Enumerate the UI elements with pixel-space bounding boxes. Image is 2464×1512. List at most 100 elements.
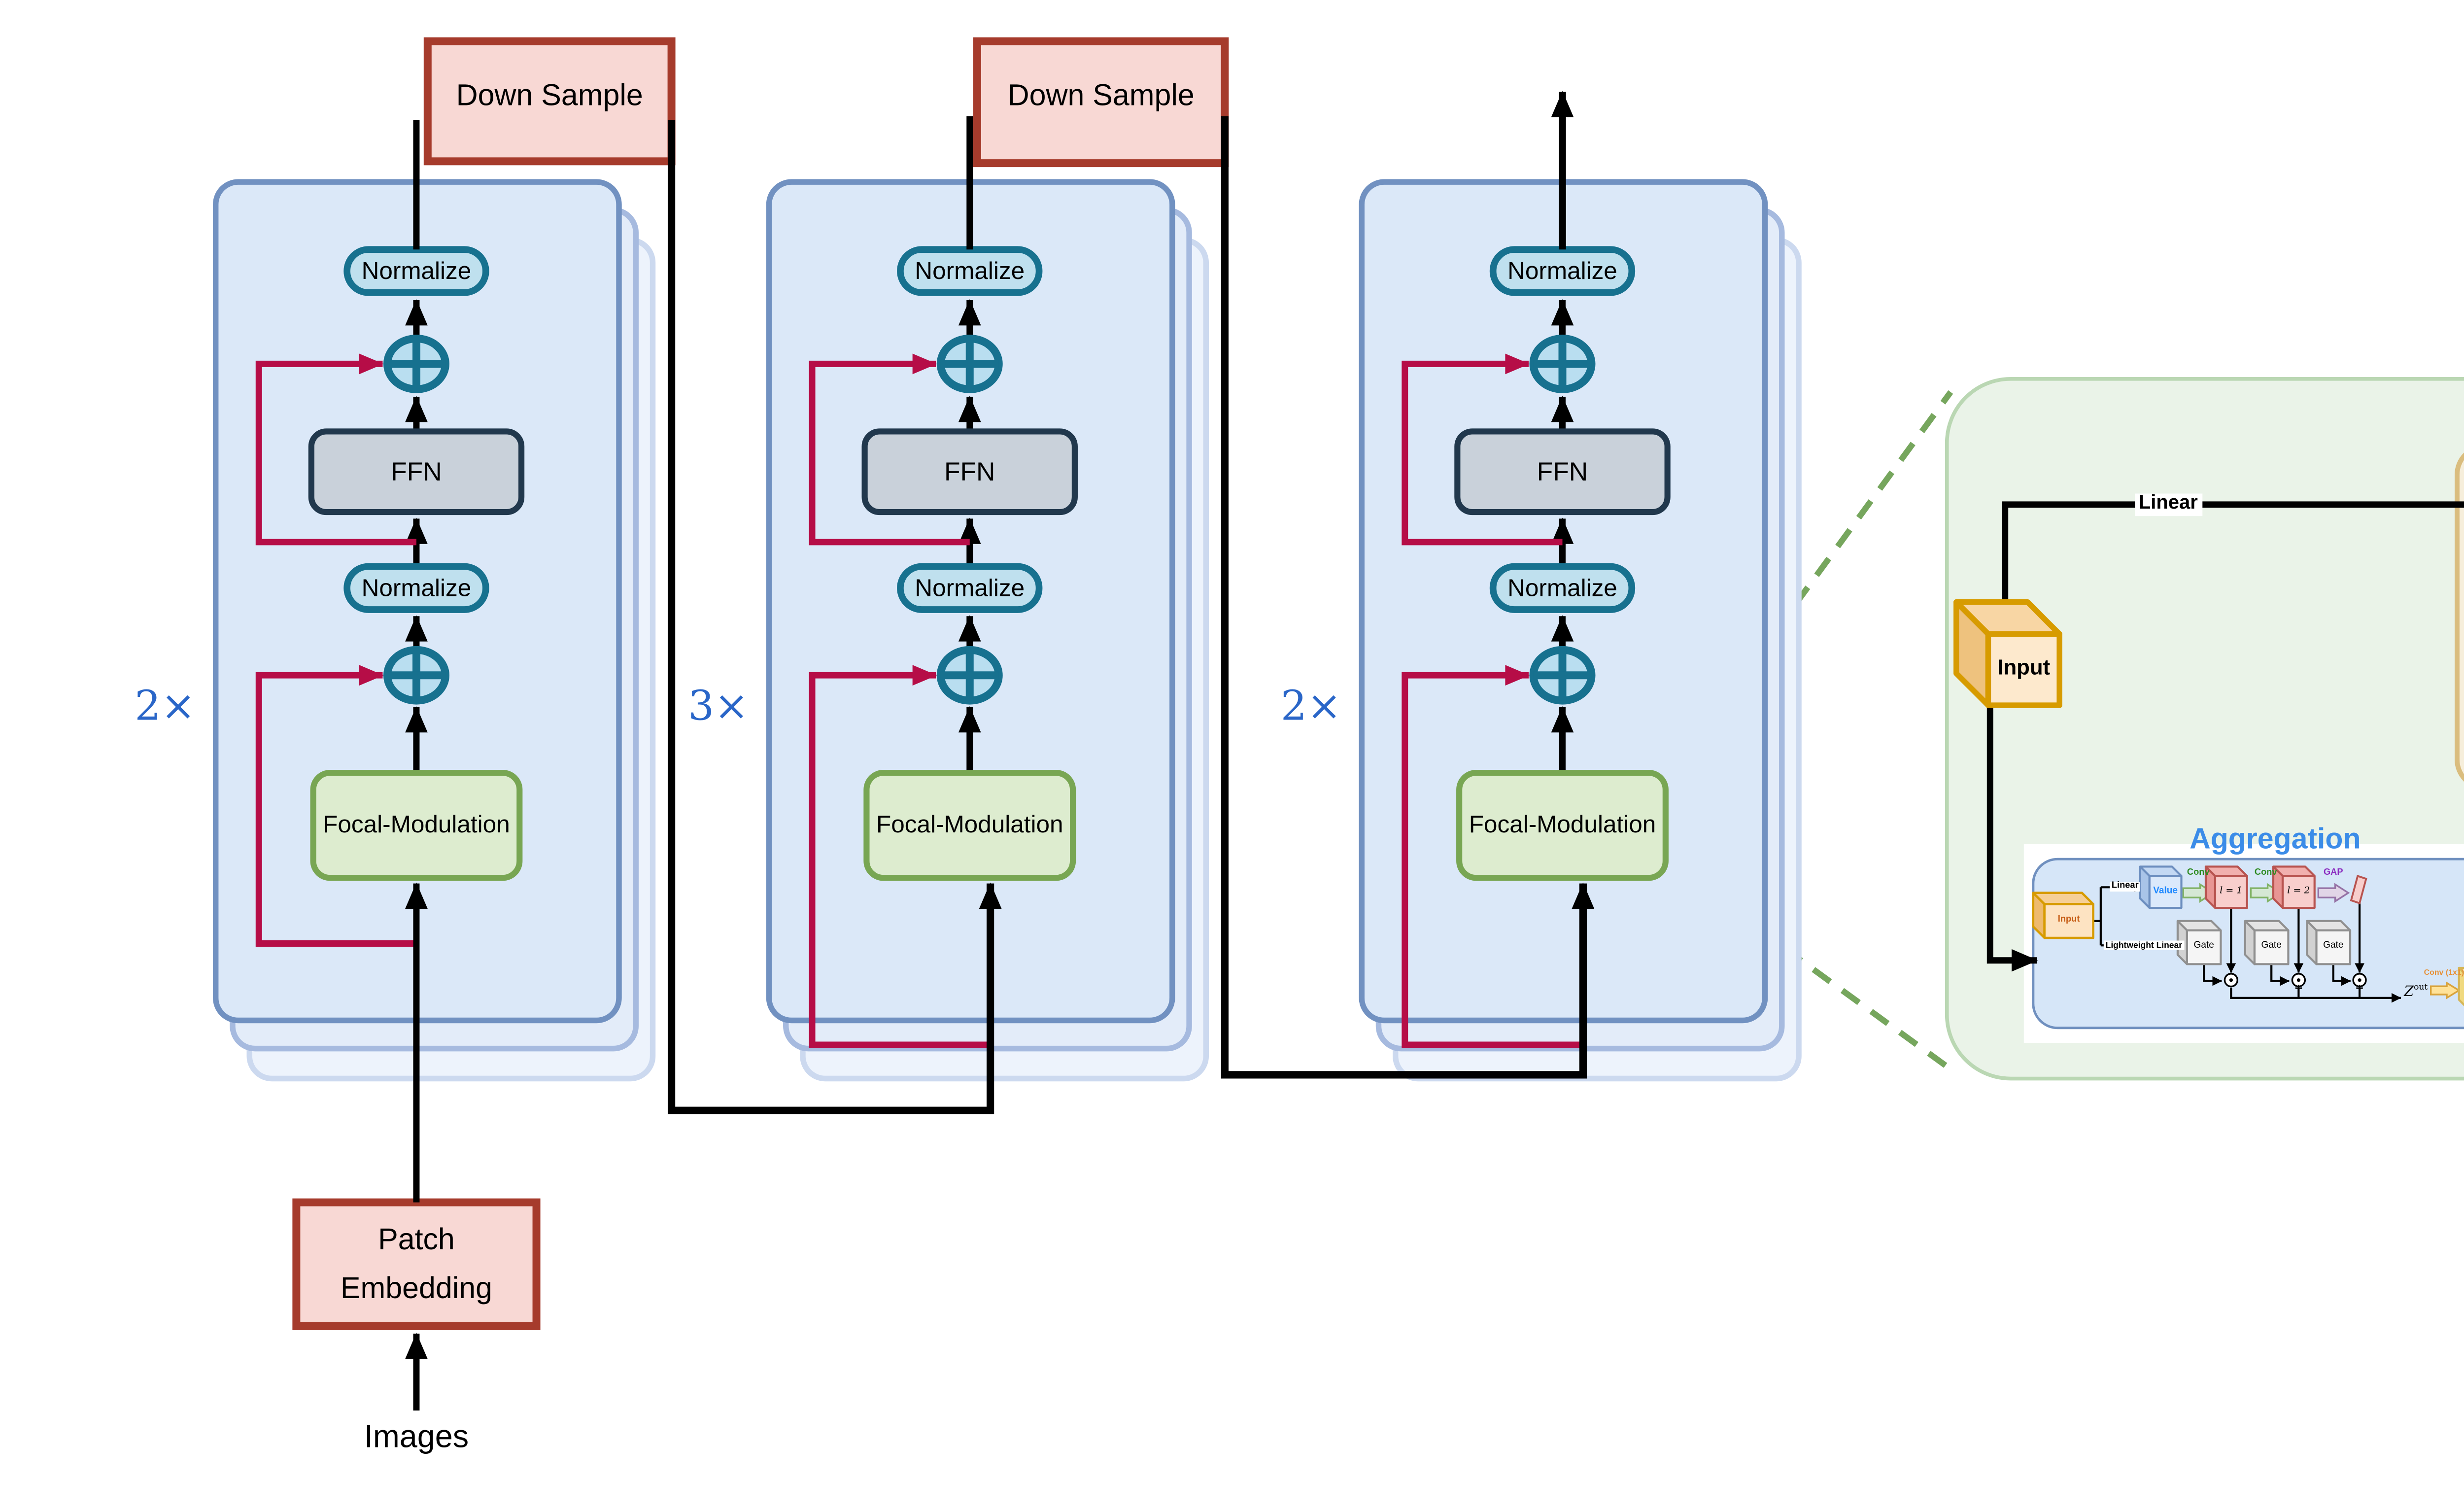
flow-connectors xyxy=(405,91,1595,1411)
mini-level2-label: l = 2 xyxy=(2287,886,2310,897)
stage-block-1 xyxy=(212,179,656,1082)
mini-sum-arrow xyxy=(2230,987,2401,1003)
gate-cube-1-front-face xyxy=(2186,929,2222,965)
linear-label: Linear xyxy=(2135,492,2202,516)
ffn-label: FFN xyxy=(944,455,995,485)
mini-dot xyxy=(2229,978,2233,982)
mini-gate3-arrow xyxy=(2332,964,2351,986)
mini-dot-products xyxy=(2224,973,2367,988)
mini-dot xyxy=(2296,978,2300,982)
focal-modulation-label: Focal-Modulation xyxy=(876,810,1063,838)
patch-embedding-label-line2: Embedding xyxy=(340,1273,493,1306)
stage-multiplier: 2× xyxy=(1280,684,1342,731)
focal-modulation-box xyxy=(863,770,1076,881)
focal-modulation-box xyxy=(1456,770,1669,881)
mini-plus-label-2: + xyxy=(2356,983,2363,997)
l2-cube-front-face xyxy=(2281,875,2316,909)
residual-arrow-upper xyxy=(255,353,416,546)
down-sample-box-1 xyxy=(423,37,676,166)
mini-gate-label-1: Gate xyxy=(2193,940,2214,952)
value-cube xyxy=(2139,865,2183,909)
gate-cube-1 xyxy=(2176,920,2222,965)
mini-lightweight-linear-label: Lightweight Linear xyxy=(2103,940,2184,950)
input-cube-label: Input xyxy=(1997,657,2051,680)
gate-cube-2 xyxy=(2244,920,2290,965)
down-sample-label-2: Down Sample xyxy=(1007,80,1195,113)
gate-cube-3-front-face xyxy=(2315,929,2352,965)
stage-block-2 xyxy=(766,179,1209,1082)
framework-boxes xyxy=(292,37,1229,1330)
mini-level1-label: l = 1 xyxy=(2220,886,2243,897)
mini-gate-label-2: Gate xyxy=(2261,940,2282,952)
detail-panel-lines xyxy=(1986,501,2464,972)
normalize-box-bottom xyxy=(1489,563,1636,613)
focal-modulation-label: Focal-Modulation xyxy=(1469,810,1656,838)
images-label: Images xyxy=(364,1419,469,1455)
normalize-label: Normalize xyxy=(1507,255,1617,284)
stage-multiplier: 3× xyxy=(688,684,749,731)
detail-panel-backgrounds xyxy=(1945,377,2464,1081)
mini-conv-1x1-label: Conv (1x1) xyxy=(2424,967,2464,977)
mini-plus-label-1: + xyxy=(2294,983,2303,997)
normalize-label: Normalize xyxy=(1507,572,1617,601)
gate-cube-2-front-face xyxy=(2253,929,2290,965)
normalize-label: Normalize xyxy=(361,255,472,284)
focal-modulation-label: Focal-Modulation xyxy=(323,810,510,838)
ffn-box xyxy=(1454,428,1671,515)
input-cube xyxy=(1953,599,2062,708)
residual-arrow-lower xyxy=(1402,665,1583,1048)
gap-arrow xyxy=(2317,883,2350,903)
downsample2-to-stage3-connector xyxy=(1221,116,1595,1079)
mini-gate2-arrow xyxy=(2270,964,2290,986)
mini-dot xyxy=(2358,978,2361,982)
input-cube-front-face xyxy=(1985,631,2062,708)
ffn-box xyxy=(308,428,525,515)
down-sample-label-1: Down Sample xyxy=(456,80,643,113)
normalize-label: Normalize xyxy=(361,572,472,601)
l1-cube-front-face xyxy=(2214,875,2248,909)
down-sample-box-2 xyxy=(973,37,1229,168)
ffn-box xyxy=(861,428,1078,515)
mini-gate-label-3: Gate xyxy=(2323,940,2344,952)
agg-input-cube-front-face xyxy=(2043,903,2094,939)
stage-multiplier: 2× xyxy=(135,684,196,731)
normalize-label: Normalize xyxy=(915,572,1025,601)
ffn-label: FFN xyxy=(1537,455,1588,485)
normalize-label: Normalize xyxy=(915,255,1025,284)
modulator-cube-side-face xyxy=(2458,966,2464,1006)
agg-input-cube xyxy=(2032,892,2094,939)
mini-zout-label: Zout xyxy=(2404,984,2428,1001)
gate-cube-3 xyxy=(2306,920,2352,965)
mini-value-label: Value xyxy=(2153,886,2178,897)
patch-embedding-box xyxy=(292,1198,541,1330)
stage-layer xyxy=(212,179,1802,1082)
conv-1x1-arrow xyxy=(2430,981,2461,999)
linear-projection-arrow xyxy=(2002,501,2464,616)
focal-modulation-box xyxy=(310,770,523,881)
residual-arrow-lower xyxy=(255,665,416,947)
mini-zout-sup: out xyxy=(2414,984,2428,994)
mini-linear-label: Linear xyxy=(2110,881,2141,892)
ffn-label: FFN xyxy=(391,455,442,485)
interaction-container xyxy=(2455,452,2464,782)
mini-conv-label-2: Conv xyxy=(2254,868,2277,878)
gap-slab xyxy=(2350,875,2367,905)
normalize-box-bottom xyxy=(343,563,489,613)
l1-cube xyxy=(2204,865,2248,909)
input-to-aggregation-arrow xyxy=(1986,697,2038,972)
residual-arrow-lower xyxy=(809,665,991,1048)
mini-input-label: Input xyxy=(2057,916,2080,926)
mini-gap-label: GAP xyxy=(2323,868,2343,878)
zoom-dash-bottom xyxy=(1667,862,1952,1072)
normalize-box-bottom xyxy=(897,563,1043,613)
residual-arrow-upper xyxy=(1402,353,1563,546)
aggregation-title: Aggregation xyxy=(2190,824,2361,856)
value-cube-front-face xyxy=(2148,875,2183,909)
modulator-cube xyxy=(2458,966,2464,1006)
patch-embedding-label-line1: Patch xyxy=(378,1225,455,1257)
l2-cube xyxy=(2272,865,2316,909)
mini-conv-label-1: Conv xyxy=(2187,868,2210,878)
mini-zout-base: Z xyxy=(2404,983,2414,1000)
